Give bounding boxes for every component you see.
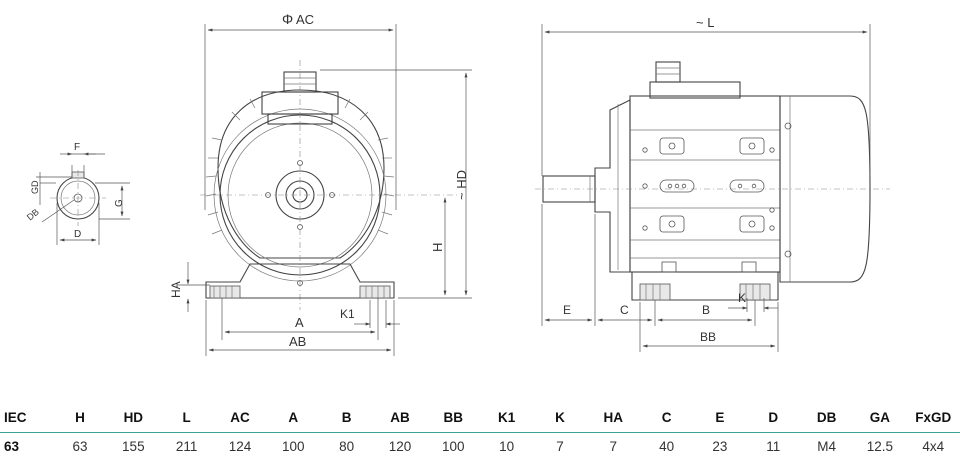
label-a: A [295, 315, 304, 330]
table-header-ab: AB [373, 402, 427, 433]
motor-front-view: Φ AC ~ HD H HA A K1 AB [169, 11, 472, 356]
table-cell-fxgd: 4x4 [922, 438, 945, 454]
label-l: ~ L [696, 15, 714, 30]
label-bb: BB [700, 330, 716, 344]
label-phi: Φ [282, 11, 293, 27]
label-ac: AC [296, 12, 314, 27]
table-header-b: B [319, 402, 374, 433]
table-header-c: C [639, 402, 694, 433]
label-d: D [74, 229, 81, 240]
label-c: C [620, 303, 629, 317]
table-header-db: DB [799, 402, 854, 433]
motor-dimension-drawing: F GD G DB D [25, 11, 890, 356]
table-cell-ac: 124 [228, 438, 252, 454]
table-header-e: E [693, 402, 747, 433]
label-db: DB [25, 207, 41, 223]
label-k: K [738, 291, 746, 305]
label-ab: AB [289, 334, 306, 349]
label-h: H [430, 243, 445, 252]
label-e: E [563, 303, 571, 317]
label-ha: HA [169, 281, 183, 298]
table-header-bb: BB [426, 402, 480, 433]
shaft-section-view: F GD G DB D [25, 142, 130, 245]
table-cell-d: 11 [766, 438, 781, 454]
table-cell-k1: 10 [499, 438, 515, 454]
table-row: 63 63 155 211 124 100 80 120 100 10 7 7 40 23 11 M4 12.5… [0, 433, 960, 460]
label-k1: K1 [340, 307, 355, 321]
table-header-k1: K1 [479, 402, 534, 433]
table-header-fxgd: FxGD [906, 402, 960, 433]
table-cell-a: 100 [282, 438, 305, 454]
table-cell-ga: 12.5 [866, 438, 894, 454]
table-header-ga: GA [853, 402, 907, 433]
table-header-ha: HA [586, 402, 640, 433]
table-cell-h: 63 [72, 438, 88, 454]
table-header-d: D [746, 402, 800, 433]
motor-side-view: ~ L E C B K BB [535, 15, 890, 352]
table-header-iec: IEC [0, 402, 54, 433]
label-b: B [702, 303, 710, 317]
table-cell-ha: 7 [609, 438, 618, 454]
table-header-ac: AC [213, 402, 267, 433]
table-header-k: K [533, 402, 587, 433]
table-cell-e: 23 [712, 438, 728, 454]
table-cell-hd: 155 [122, 438, 145, 454]
label-hd: ~ HD [454, 170, 469, 200]
table-cell-bb: 100 [442, 438, 465, 454]
label-g: G [114, 199, 125, 207]
label-f: F [74, 142, 80, 153]
label-gd: GD [30, 180, 40, 194]
table-header-hd: HD [106, 402, 160, 433]
table-cell-ab: 120 [388, 438, 412, 454]
table-header-h: H [53, 402, 107, 433]
table-cell-k: 7 [556, 438, 564, 454]
table-header-l: L [159, 402, 214, 433]
table-header-a: A [266, 402, 320, 433]
table-cell-l: 211 [175, 438, 198, 454]
table-cell-b: 80 [339, 438, 355, 454]
table-cell-c: 40 [659, 438, 675, 454]
table-cell-iec: 63 [4, 438, 20, 454]
table-cell-db: M4 [817, 438, 836, 454]
